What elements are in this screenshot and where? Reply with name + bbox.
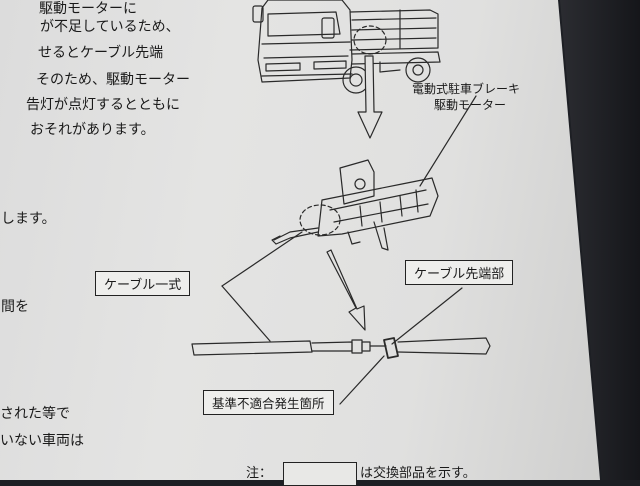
cable-tip-leader-line	[391, 287, 463, 345]
motor-label-line1: 電動式駐車ブレーキ	[412, 82, 521, 96]
arrow-down-icon	[357, 55, 383, 139]
cable-assembly-label: ケーブル一式	[95, 271, 191, 296]
replacement-part-legend-box	[283, 462, 357, 486]
arrow-down-icon	[326, 249, 366, 331]
cable-illustration	[191, 337, 491, 359]
text-line-5: 告灯が点灯するとともに	[26, 97, 180, 113]
cable-assembly-leader-line	[221, 285, 271, 342]
cable-tip-label: ケーブル先端部	[405, 260, 514, 285]
defect-location-label: 基準不適合発生箇所	[203, 390, 334, 415]
text-line-kan-wo: 間を	[1, 299, 29, 315]
truck-illustration	[252, 0, 441, 94]
text-line-shimasu: します。	[1, 211, 56, 227]
motor-leader-line	[419, 95, 477, 187]
brake-motor-illustration	[271, 159, 439, 251]
defect-leader-line	[339, 355, 385, 405]
cable-assembly-leader-line	[221, 231, 303, 287]
text-line-2: が不足しているため、	[40, 19, 180, 35]
text-line-4: そのため、駆動モーター	[36, 72, 190, 88]
text-line-kansareta: された等で	[0, 406, 70, 422]
text-line-inai: いない車両は	[0, 433, 84, 449]
text-line-6: おそれがあります。	[30, 122, 155, 138]
footnote-suffix: は交換部品を示す。	[360, 466, 476, 481]
motor-label-line2: 駆動モーター	[434, 98, 507, 112]
text-line-1: 駆動モーターに	[39, 1, 137, 17]
text-line-3: せるとケーブル先端	[38, 45, 164, 61]
footnote-prefix: 注：	[246, 466, 273, 481]
